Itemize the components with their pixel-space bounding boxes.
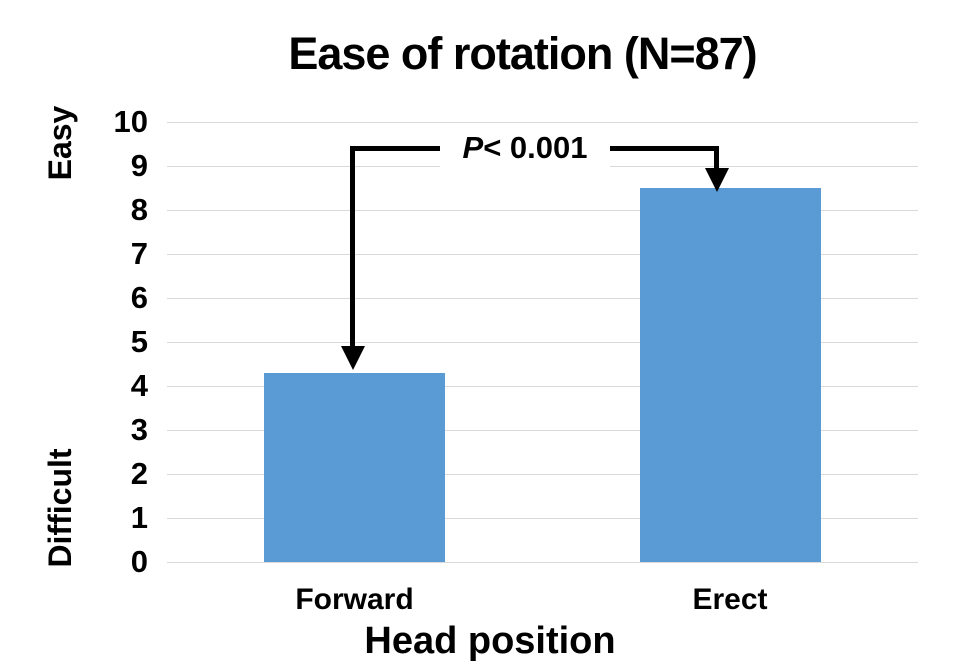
gridline-y6 (167, 298, 918, 299)
arrow-down-icon (705, 168, 729, 192)
gridline-y4 (167, 386, 918, 387)
bar-forward (264, 372, 445, 562)
y-tick-label-2: 2 (130, 456, 148, 491)
y-tick-label-3: 3 (130, 412, 148, 447)
y-tick-label-8: 8 (130, 192, 148, 227)
gridline-y3 (167, 430, 918, 431)
y-tick-label-9: 9 (130, 148, 148, 183)
y-tick-label-1: 1 (130, 500, 148, 535)
significance-bracket-left-drop (350, 146, 355, 348)
p-value-text: < 0.001 (483, 130, 588, 165)
y-axis-tick-labels: 0 1 2 3 4 5 6 7 8 9 10 (58, 104, 148, 579)
y-tick-label-6: 6 (130, 280, 148, 315)
gridline-y7 (167, 254, 918, 255)
significance-bracket-left-segment (350, 146, 457, 151)
plot-area (167, 122, 918, 563)
y-tick-label-0: 0 (130, 544, 148, 579)
gridline-y5 (167, 342, 918, 343)
arrow-down-icon (341, 346, 365, 370)
p-value-annotation: P< 0.001 (440, 128, 610, 168)
x-axis-title: Head position (364, 620, 616, 662)
y-tick-label-7: 7 (130, 236, 148, 271)
gridline-y10 (167, 122, 918, 123)
gridline-y1 (167, 518, 918, 519)
gridline-y2 (167, 474, 918, 475)
y-tick-label-5: 5 (130, 324, 148, 359)
bar-erect (639, 188, 821, 562)
p-symbol: P (462, 130, 484, 165)
y-tick-label-4: 4 (130, 368, 148, 403)
significance-bracket-right-drop (714, 146, 719, 171)
x-category-label-erect: Erect (692, 583, 768, 616)
significance-bracket-right-segment (598, 146, 719, 151)
gridline-y0 (167, 562, 918, 563)
x-category-label-forward: Forward (295, 583, 414, 616)
chart-title: Ease of rotation (N=87) (288, 28, 757, 79)
gridline-y8 (167, 210, 918, 211)
y-tick-label-10: 10 (113, 104, 148, 139)
